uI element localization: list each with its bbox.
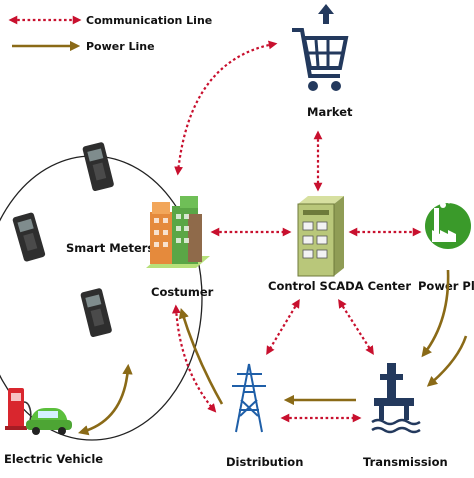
- electric-vehicle-label: Electric Vehicle: [4, 452, 103, 466]
- comm-line-scada-distribution: [266, 298, 300, 356]
- shopping-cart-icon: [292, 4, 349, 91]
- power-line-plant-transmission-a: [421, 269, 450, 358]
- smart-meter-icon: [80, 288, 112, 337]
- communication-lines: [171, 40, 422, 423]
- car-icon: [26, 408, 72, 435]
- building-icon: [146, 196, 210, 268]
- smart-meter-icon: [12, 212, 46, 262]
- comm-line-costumer-market: [174, 40, 278, 176]
- scada-label: Control SCADA Center: [268, 279, 411, 293]
- charging-cable: [23, 401, 32, 421]
- transmission-label: Transmission: [363, 455, 448, 469]
- smart-meters-label: Smart Meters: [66, 241, 154, 255]
- oil-rig-icon: [371, 363, 421, 434]
- power-line-distribution-costumer: [178, 308, 224, 405]
- power-lines: [78, 269, 468, 436]
- power-line-vehicle-meters: [78, 363, 133, 436]
- power-pylon-icon: [232, 363, 266, 433]
- legend-communication-label: Communication Line: [86, 14, 212, 27]
- comm-line-costumer-distribution: [171, 304, 217, 413]
- legend-power-label: Power Line: [86, 40, 155, 53]
- smart-meter-icon: [82, 142, 114, 191]
- distribution-label: Distribution: [226, 455, 303, 469]
- charging-station-icon: [5, 388, 27, 430]
- comm-line-scada-transmission: [338, 299, 374, 355]
- legend: Communication Line Power Line: [8, 14, 212, 53]
- scada-panel-icon: [297, 196, 344, 277]
- costumer-label: Costumer: [151, 285, 214, 299]
- factory-icon: [425, 198, 471, 249]
- market-label: Market: [307, 105, 353, 119]
- power-line-plant-transmission-b: [426, 335, 468, 387]
- power-plant-label: Power Plant: [418, 279, 474, 293]
